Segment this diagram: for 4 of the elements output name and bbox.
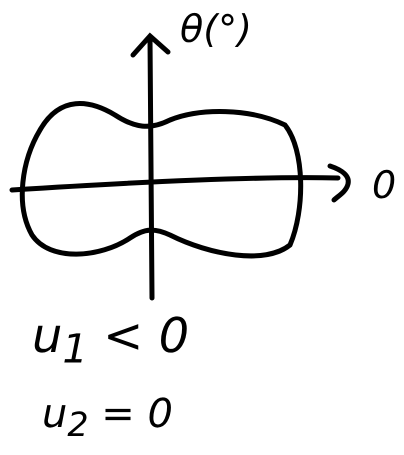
axis-label: 0 <box>372 166 396 204</box>
axis-label: u$_{1}$ < 0 <box>32 312 190 370</box>
axis-label: u$_{2}$ = 0 <box>42 394 173 442</box>
axis-label: θ(°) <box>180 10 252 48</box>
